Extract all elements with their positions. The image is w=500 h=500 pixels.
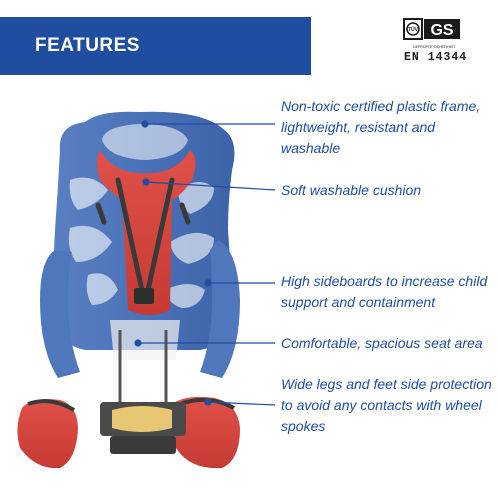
- support-rails: [118, 330, 168, 402]
- sideboard-left: [40, 250, 80, 378]
- feature-seat-area: Comfortable, spacious seat area: [281, 335, 483, 351]
- page-title: FEATURES: [35, 35, 140, 56]
- gs-mark-text: GS: [430, 22, 453, 39]
- feature-sideboards: High sideboards to increase child suppor…: [281, 273, 488, 310]
- certification-mark: TÜV GS GEPRÜFTE SICHERHEIT EN 14344: [402, 16, 468, 64]
- tuv-badge-text: TÜV: [408, 26, 419, 33]
- standard-code: EN 14344: [404, 51, 468, 64]
- footrest-left: [17, 399, 78, 469]
- feature-cushion: Soft washable cushion: [281, 182, 422, 198]
- mounting-clamp: [100, 402, 186, 454]
- tuv-gs-logo: TÜV GS: [403, 18, 460, 40]
- seat-area: [110, 320, 180, 360]
- feature-leg-protection: Wide legs and feet side protection to av…: [281, 376, 492, 434]
- harness-straps: [95, 177, 191, 293]
- feature-frame: Non-toxic certified plastic frame, light…: [281, 98, 481, 156]
- features-banner: FEATURES: [0, 17, 311, 75]
- certification-caption: GEPRÜFTE SICHERHEIT: [412, 45, 456, 49]
- feature-pointers: [134, 120, 276, 406]
- harness-buckle: [134, 288, 154, 304]
